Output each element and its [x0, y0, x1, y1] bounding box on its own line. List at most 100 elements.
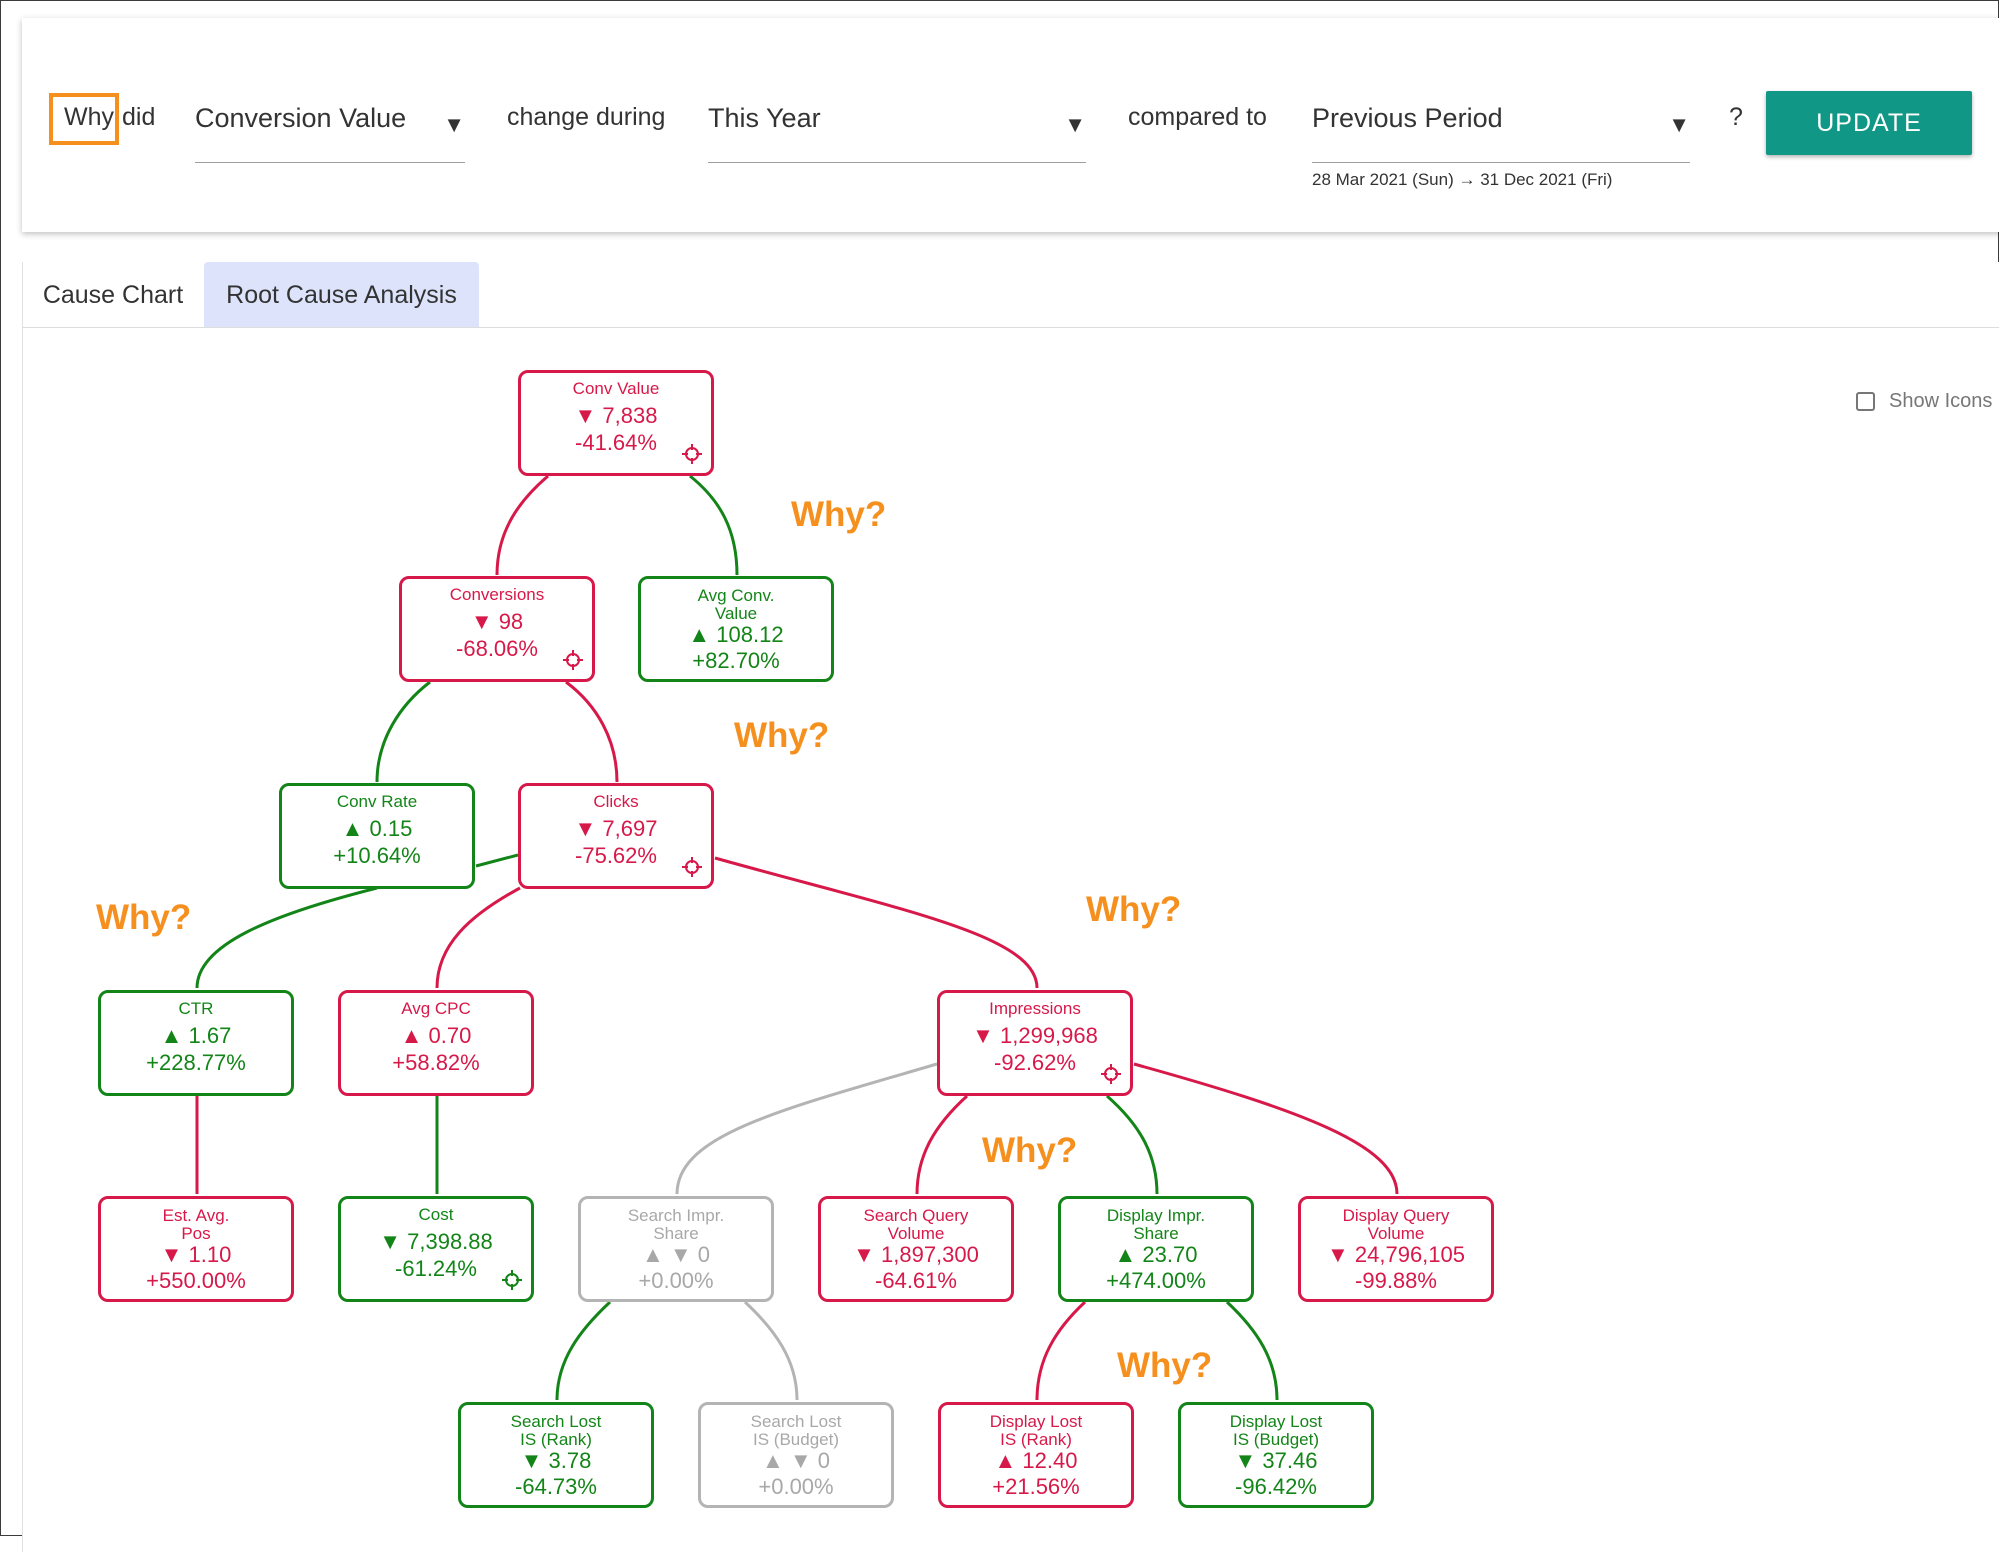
node-value: ▲ 0.15	[341, 816, 413, 841]
crosshair-icon[interactable]	[501, 1269, 523, 1291]
node-est-avg-pos[interactable]: Est. Avg. Pos ▼ 1.10 +550.00%	[98, 1196, 294, 1302]
node-avg-cpc[interactable]: Avg CPC ▲ 0.70 +58.82%	[338, 990, 534, 1096]
node-change: +550.00%	[146, 1268, 246, 1293]
node-value: ▼ 24,796,105	[1327, 1242, 1465, 1267]
node-value: ▲ 12.40	[994, 1448, 1078, 1473]
node-change: -61.24%	[395, 1256, 477, 1281]
edge-displayimprshare-displaylostbudget	[1225, 1300, 1279, 1401]
chevron-down-icon: ▼	[443, 112, 465, 137]
node-change: +474.00%	[1106, 1268, 1206, 1293]
why-label-display-impr-share[interactable]: Why?	[1117, 1346, 1213, 1385]
comparison-select[interactable]: Previous Period ▼	[1312, 100, 1690, 163]
node-display-lost-is-rank[interactable]: Display Lost IS (Rank) ▲ 12.40 +21.56%	[938, 1402, 1134, 1508]
node-change: -75.62%	[575, 843, 657, 868]
why-label-clicks[interactable]: Why?	[1086, 890, 1182, 929]
node-value: ▼ 7,398.88	[379, 1229, 493, 1254]
tab-cause-chart[interactable]: Cause Chart	[42, 280, 184, 309]
crosshair-icon[interactable]	[681, 856, 703, 878]
why-label-conversions[interactable]: Why?	[734, 716, 830, 755]
node-conversions[interactable]: Conversions ▼ 98 -68.06%	[399, 576, 595, 682]
node-value: ▼ 98	[470, 609, 524, 634]
node-name: Search Lost IS (Budget)	[750, 1412, 842, 1449]
node-change: +21.56%	[992, 1474, 1080, 1499]
show-icons-toggle[interactable]: Show Icons	[1856, 390, 1992, 413]
node-change: +0.00%	[638, 1268, 714, 1293]
node-name: Search Lost IS (Rank)	[510, 1412, 602, 1449]
node-search-lost-is-rank[interactable]: Search Lost IS (Rank) ▼ 3.78 -64.73%	[458, 1402, 654, 1508]
help-icon[interactable]: ?	[1729, 103, 1743, 131]
edge-impressions-searchimprshare	[675, 1062, 938, 1195]
node-name: Display Query Volume	[1342, 1206, 1450, 1243]
node-name: Search Query Volume	[863, 1206, 969, 1243]
node-name: Conversions	[449, 585, 545, 604]
node-value: ▼ 1,897,300	[853, 1242, 979, 1267]
crosshair-icon[interactable]	[681, 443, 703, 465]
node-value: ▲ 108.12	[688, 622, 784, 647]
node-name: Display Impr. Share	[1106, 1206, 1206, 1243]
edge-convrate-link	[475, 853, 519, 868]
node-impressions[interactable]: Impressions ▼ 1,299,968 -92.62%	[937, 990, 1133, 1096]
node-name: Search Impr. Share	[627, 1206, 725, 1243]
edge-convvalue-conversions	[495, 474, 549, 576]
edge-clicks-ctr	[195, 886, 378, 989]
compared-to-label: compared to	[1128, 103, 1267, 131]
edge-impressions-displayqueryvolume	[1133, 1062, 1399, 1195]
node-conv-value[interactable]: Conv Value ▼ 7,838 -41.64%	[518, 370, 714, 476]
node-conv-rate[interactable]: Conv Rate ▲ 0.15 +10.64%	[279, 783, 475, 889]
node-value: ▼ 37.46	[1234, 1448, 1318, 1473]
why-label-impressions[interactable]: Why?	[982, 1131, 1078, 1170]
edge-convvalue-avgconvvalue	[689, 474, 739, 576]
node-search-lost-is-budget[interactable]: Search Lost IS (Budget) ▲ ▼ 0 +0.00%	[698, 1402, 894, 1508]
metric-select-value: Conversion Value	[195, 103, 407, 133]
update-button[interactable]: UPDATE	[1766, 91, 1972, 155]
edge-clicks-avgcpc	[435, 886, 521, 989]
node-display-query-volume[interactable]: Display Query Volume ▼ 24,796,105 -99.88…	[1298, 1196, 1494, 1302]
node-change: +0.00%	[758, 1474, 834, 1499]
show-icons-checkbox[interactable]	[1856, 392, 1875, 411]
node-name: Clicks	[593, 792, 639, 811]
node-search-query-volume[interactable]: Search Query Volume ▼ 1,897,300 -64.61%	[818, 1196, 1014, 1302]
node-name: Conv Value	[572, 379, 660, 398]
period-select[interactable]: This Year ▼	[708, 100, 1086, 163]
node-value: ▼ 7,697	[574, 816, 658, 841]
node-ctr[interactable]: CTR ▲ 1.67 +228.77%	[98, 990, 294, 1096]
node-change: -68.06%	[456, 636, 538, 661]
node-clicks[interactable]: Clicks ▼ 7,697 -75.62%	[518, 783, 714, 889]
node-display-lost-is-budget[interactable]: Display Lost IS (Budget) ▼ 37.46 -96.42%	[1178, 1402, 1374, 1508]
crosshair-icon[interactable]	[1100, 1063, 1122, 1085]
node-value: ▲ ▼ 0	[641, 1242, 710, 1267]
node-avg-conv-value[interactable]: Avg Conv. Value ▲ 108.12 +82.70%	[638, 576, 834, 682]
node-value: ▲ 23.70	[1114, 1242, 1198, 1267]
node-value: ▲ 1.67	[160, 1023, 232, 1048]
chevron-down-icon: ▼	[1064, 112, 1086, 137]
why-highlight-box	[49, 93, 119, 145]
node-name: Impressions	[989, 999, 1081, 1018]
node-name: Display Lost IS (Rank)	[989, 1412, 1083, 1449]
node-display-impr-share[interactable]: Display Impr. Share ▲ 23.70 +474.00%	[1058, 1196, 1254, 1302]
node-value: ▲ ▼ 0	[761, 1448, 830, 1473]
node-change: -99.88%	[1355, 1268, 1437, 1293]
node-value: ▲ 0.70	[400, 1023, 472, 1048]
why-label-ctr[interactable]: Why?	[96, 898, 192, 937]
node-value: ▼ 1,299,968	[972, 1023, 1098, 1048]
crosshair-icon[interactable]	[562, 649, 584, 671]
node-cost[interactable]: Cost ▼ 7,398.88 -61.24%	[338, 1196, 534, 1302]
chevron-down-icon: ▼	[1668, 112, 1690, 137]
why-label-conv-value[interactable]: Why?	[791, 495, 887, 534]
node-search-impr-share[interactable]: Search Impr. Share ▲ ▼ 0 +0.00%	[578, 1196, 774, 1302]
analysis-panel	[22, 262, 1999, 1552]
node-name: Conv Rate	[336, 792, 418, 811]
node-value: ▼ 3.78	[520, 1448, 592, 1473]
metric-select[interactable]: Conversion Value ▼	[195, 100, 465, 163]
node-change: -64.73%	[515, 1474, 597, 1499]
show-icons-label: Show Icons	[1889, 390, 1993, 412]
did-label: did	[122, 103, 156, 131]
node-change: +10.64%	[333, 843, 421, 868]
edge-searchimprshare-searchlostbudget	[743, 1300, 799, 1401]
node-change: +228.77%	[146, 1050, 246, 1075]
edge-conversions-clicks	[565, 680, 619, 783]
node-name: Display Lost IS (Budget)	[1229, 1412, 1323, 1449]
comparison-select-value: Previous Period	[1312, 103, 1503, 133]
tab-root-cause-analysis[interactable]: Root Cause Analysis	[204, 262, 479, 328]
node-name: Est. Avg. Pos	[162, 1206, 230, 1243]
